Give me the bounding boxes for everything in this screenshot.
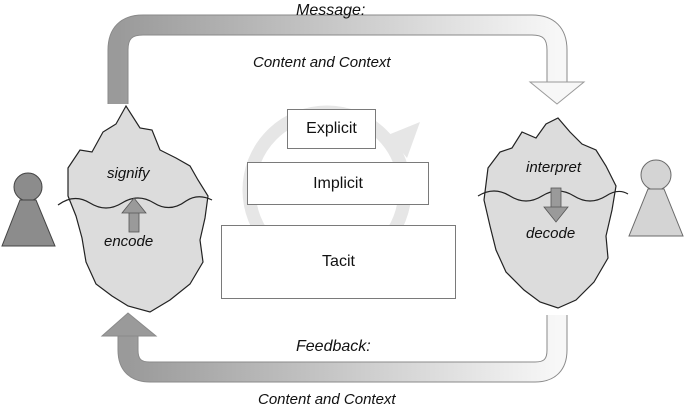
feedback-subtitle: Content and Context bbox=[258, 391, 396, 408]
encode-arrow-icon bbox=[121, 197, 147, 233]
receiver-person-icon bbox=[628, 159, 684, 237]
explicit-label: Explicit bbox=[306, 120, 357, 137]
message-title: Message: bbox=[296, 2, 366, 19]
feedback-title: Feedback: bbox=[296, 338, 371, 355]
tacit-box: Tacit bbox=[221, 225, 456, 299]
explicit-box: Explicit bbox=[287, 109, 376, 149]
message-subtitle: Content and Context bbox=[253, 54, 391, 71]
encode-label: encode bbox=[104, 233, 154, 250]
receiver-iceberg bbox=[477, 117, 629, 309]
sender-person-icon bbox=[1, 172, 56, 247]
decode-label: decode bbox=[526, 225, 576, 242]
signify-label: signify bbox=[107, 165, 150, 182]
message-arrow bbox=[107, 14, 586, 105]
interpret-label: interpret bbox=[526, 159, 582, 176]
implicit-box: Implicit bbox=[247, 162, 429, 205]
feedback-arrow bbox=[100, 312, 568, 383]
sender-iceberg bbox=[57, 104, 213, 313]
tacit-label: Tacit bbox=[322, 253, 355, 270]
implicit-label: Implicit bbox=[313, 174, 363, 192]
decode-arrow-icon bbox=[543, 187, 569, 223]
